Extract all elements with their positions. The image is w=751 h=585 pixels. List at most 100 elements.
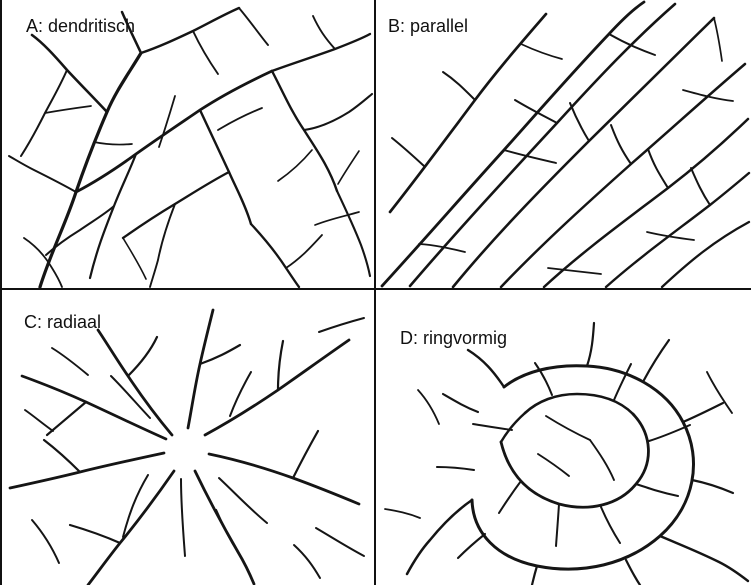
dendritic-stream (123, 238, 146, 279)
parallel-stream (683, 90, 733, 101)
parallel-stream (501, 64, 745, 287)
radial-stream (32, 520, 59, 563)
annular-stream (683, 403, 723, 422)
radial-stream (22, 376, 166, 439)
dendritic-stream (94, 142, 132, 145)
annular-stream (556, 504, 559, 546)
dendritic-stream (337, 191, 370, 276)
annular-stream (626, 560, 640, 585)
annular-stream (707, 372, 732, 413)
annular-stream (443, 394, 478, 412)
dendritic-stream (193, 31, 218, 74)
radial-stream (181, 479, 185, 556)
dendritic-stream (251, 224, 299, 287)
annular-stream (660, 536, 748, 581)
radial-stream (316, 528, 364, 556)
dendritic-stream (32, 35, 107, 112)
radial-stream (209, 454, 359, 504)
radial-stream (98, 330, 172, 435)
radial-stream (10, 453, 164, 488)
annular-stream (525, 394, 633, 414)
dendritic-stream (304, 94, 372, 130)
dendritic-stream (76, 71, 272, 192)
panel-label-c: C: radiaal (24, 312, 101, 332)
radial-stream (294, 545, 320, 578)
parallel-stream (606, 173, 749, 287)
panel-label-a: A: dendritisch (26, 16, 135, 36)
panel-label-b: B: parallel (388, 16, 468, 36)
annular-stream (538, 454, 569, 476)
panel-dendritic: A: dendritisch (4, 0, 374, 288)
dendritic-stream (123, 172, 229, 238)
parallel-stream (648, 149, 668, 188)
parallel-river-drawing (376, 0, 751, 288)
dendritic-stream (338, 151, 359, 184)
panel-label-d: D: ringvormig (400, 328, 507, 348)
radial-stream (278, 341, 283, 390)
annular-stream (636, 484, 678, 496)
dendritic-stream (278, 150, 312, 181)
dendritic-stream (200, 110, 251, 224)
radial-stream (293, 431, 318, 478)
radial-stream (128, 337, 157, 376)
panel-annular: D: ringvormig (376, 290, 751, 585)
parallel-stream (714, 18, 722, 61)
parallel-stream (515, 100, 557, 123)
dendritic-stream (272, 34, 370, 71)
annular-stream (385, 509, 420, 518)
annular-stream (473, 424, 512, 430)
annular-stream (644, 340, 669, 380)
radial-stream (319, 318, 364, 332)
annular-stream (692, 480, 733, 493)
dendritic-stream (239, 8, 268, 45)
parallel-stream (647, 232, 694, 240)
parallel-stream (443, 72, 475, 100)
parallel-stream (390, 14, 546, 212)
dendritic-stream (159, 96, 175, 147)
annular-stream (587, 323, 594, 366)
annular-stream (501, 414, 648, 507)
annular-stream (437, 467, 474, 470)
radial-stream (216, 510, 238, 552)
annular-stream (407, 500, 472, 574)
radial-stream (188, 310, 213, 428)
annular-stream (546, 416, 590, 440)
annular-stream (418, 390, 439, 424)
dendritic-stream (286, 235, 322, 268)
radial-stream (200, 345, 240, 364)
dendritic-stream (90, 154, 136, 278)
dendritic-stream (218, 108, 262, 130)
dendritic-stream (9, 156, 76, 192)
radial-stream (88, 471, 174, 585)
parallel-stream (544, 119, 748, 287)
radial-stream (123, 475, 148, 537)
annular-stream (590, 440, 614, 480)
annular-stream (649, 425, 690, 441)
dendritic-stream (272, 71, 337, 191)
dendritic-stream (45, 106, 91, 113)
radial-stream (219, 478, 267, 523)
parallel-stream (453, 18, 714, 287)
annular-stream (472, 366, 694, 569)
dendritic-stream (40, 53, 141, 287)
parallel-stream (611, 125, 631, 164)
annular-stream (501, 413, 525, 442)
radial-stream (25, 410, 53, 431)
dendritic-stream (21, 70, 67, 156)
parallel-stream (691, 168, 710, 205)
annular-stream (532, 566, 537, 585)
radial-stream (52, 348, 88, 375)
parallel-stream (521, 44, 562, 59)
parallel-stream (392, 138, 424, 166)
radial-river-drawing (4, 290, 374, 585)
parallel-stream (548, 268, 601, 274)
annular-stream (499, 481, 521, 513)
radial-stream (44, 440, 80, 472)
panel-parallel: B: parallel (376, 0, 751, 288)
dendritic-river-drawing (4, 0, 374, 288)
radial-stream (70, 525, 120, 543)
annular-stream (468, 350, 504, 387)
annular-stream (601, 507, 620, 543)
panel-radial: C: radiaal (4, 290, 374, 585)
